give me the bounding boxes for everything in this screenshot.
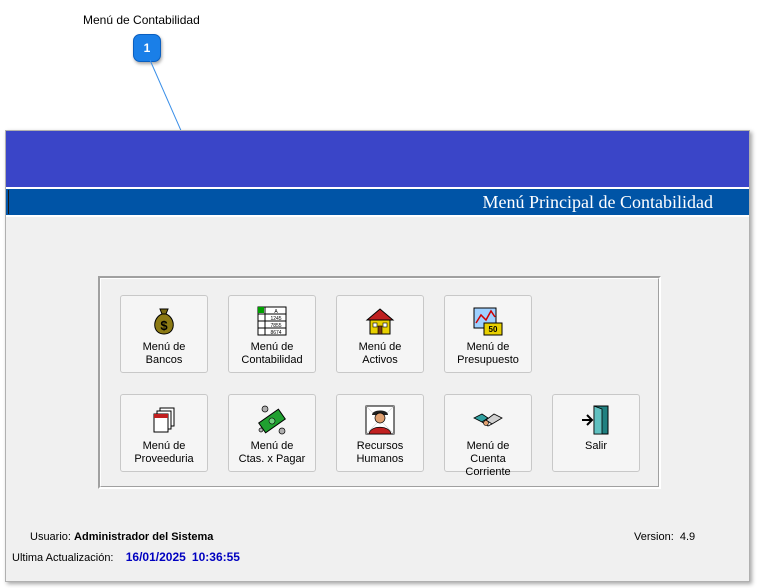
ledger-icon: A 1245 7855 8674 (257, 306, 287, 336)
documents-icon (153, 407, 175, 433)
title-bar: Menú Principal de Contabilidad (6, 187, 749, 217)
exit-door-icon (582, 405, 609, 435)
menu-activos-button[interactable]: Menú de Activos (336, 295, 424, 373)
callout-label: Menú de Contabilidad (83, 13, 200, 27)
tile-label: Presupuesto (457, 354, 519, 366)
menu-ctas-pagar-button[interactable]: Menú de Ctas. x Pagar (228, 394, 316, 472)
version-label: Version: (634, 531, 674, 543)
last-update-time: 10:36:55 (191, 550, 240, 564)
svg-text:$: $ (160, 318, 168, 333)
menu-panel (98, 276, 661, 489)
user-value: Administrador del Sistema (74, 531, 214, 543)
money-bag-icon: $ (154, 308, 174, 335)
tile-label: Menú de (250, 440, 294, 452)
svg-text:8674: 8674 (270, 330, 281, 336)
house-icon (365, 308, 395, 335)
menu-presupuesto-button[interactable]: 50 Menú de Presupuesto (444, 295, 532, 373)
tile-label: Menú de (142, 440, 186, 452)
user-label: Usuario: (30, 531, 71, 543)
callout-badge: 1 (133, 34, 161, 62)
menu-cuenta-corriente-button[interactable]: Menú de Cuenta Corriente (444, 394, 532, 478)
svg-text:7855: 7855 (270, 323, 281, 329)
svg-text:1245: 1245 (270, 316, 281, 322)
version-info: Version: 4.9 (634, 531, 695, 543)
tile-label: Contabilidad (241, 354, 303, 366)
tile-label: Salir (584, 440, 607, 452)
tile-label: Humanos (356, 453, 404, 465)
tile-label: Proveeduria (134, 453, 194, 465)
tile-label: Menú de (466, 440, 510, 452)
tile-label: Activos (362, 354, 398, 366)
salir-button[interactable]: Salir (552, 394, 640, 472)
tile-label: Recursos (356, 440, 404, 452)
menu-bancos-button[interactable]: $ Menú de Bancos (120, 295, 208, 373)
person-icon (365, 405, 395, 435)
app-window: Menú Principal de Contabilidad $ Menú de… (5, 130, 750, 582)
svg-text:50: 50 (489, 325, 498, 334)
tile-label: Menú de (358, 341, 402, 353)
last-update-label: Ultima Actualización: (12, 552, 114, 564)
last-update-info: Ultima Actualización: 16/01/2025 10:36:5… (12, 550, 240, 564)
user-info: Usuario: Administrador del Sistema (30, 531, 213, 543)
menu-recursos-humanos-button[interactable]: Recursos Humanos (336, 394, 424, 472)
cash-icon (258, 405, 286, 435)
handshake-icon (473, 413, 503, 427)
tile-label: Bancos (145, 354, 183, 366)
tile-label: Cuenta Corriente (465, 453, 511, 478)
last-update-date: 16/01/2025 (125, 550, 186, 564)
budget-chart-icon: 50 (473, 307, 503, 336)
tile-label: Menú de (466, 341, 510, 353)
svg-text:A: A (274, 309, 278, 315)
menu-contabilidad-button[interactable]: A 1245 7855 8674 Menú de Contabilidad (228, 295, 316, 373)
window-title: Menú Principal de Contabilidad (482, 192, 713, 212)
tile-label: Ctas. x Pagar (238, 453, 306, 465)
menu-proveeduria-button[interactable]: Menú de Proveeduria (120, 394, 208, 472)
tile-label: Menú de (142, 341, 186, 353)
tile-label: Menú de (250, 341, 294, 353)
version-value: 4.9 (679, 531, 696, 543)
header-band (6, 131, 749, 187)
